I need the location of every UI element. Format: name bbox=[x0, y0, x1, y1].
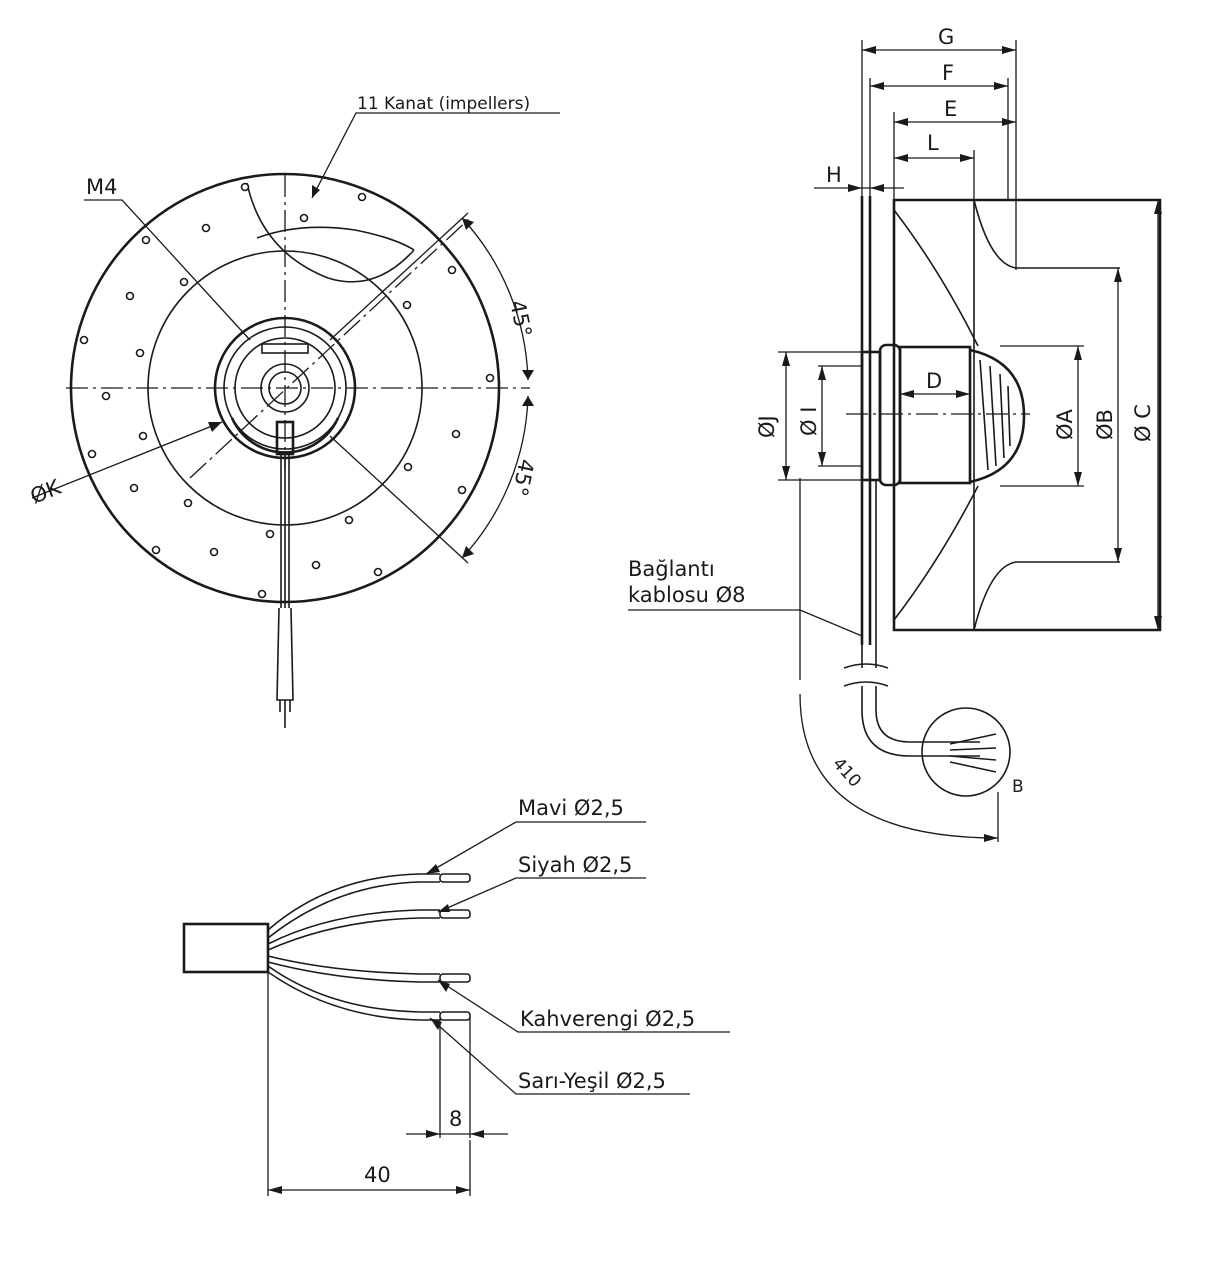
dim-d-label: D bbox=[926, 369, 942, 393]
mounting-hole bbox=[79, 335, 89, 345]
wire-label-blue: Mavi Ø2,5 bbox=[518, 796, 624, 820]
cable-length-arc bbox=[799, 693, 999, 839]
mounting-hole bbox=[141, 235, 151, 245]
mounting-hole bbox=[125, 291, 135, 301]
thread-leader bbox=[84, 199, 251, 341]
angle-label-bottom: 45° bbox=[507, 457, 538, 498]
thread-label: M4 bbox=[86, 175, 117, 199]
angle-line-top bbox=[329, 212, 469, 341]
dim-b-label: ØB bbox=[1093, 409, 1117, 440]
mounting-hole bbox=[240, 182, 250, 192]
dim-e-label: E bbox=[944, 97, 957, 121]
centerline-diagonal bbox=[189, 217, 471, 479]
impeller-blade bbox=[256, 226, 415, 251]
front-view: 45° 45° bbox=[27, 94, 560, 728]
mounting-hole bbox=[402, 300, 412, 310]
detail-b-label: B bbox=[1012, 777, 1024, 797]
cable-sheath bbox=[182, 922, 270, 974]
mounting-hole bbox=[485, 373, 495, 383]
dim-g-label: G bbox=[938, 25, 954, 49]
inlet-curve-bottom bbox=[973, 561, 1120, 631]
cable-label-line2: kablosu Ø8 bbox=[628, 583, 746, 607]
mounting-hole bbox=[129, 483, 139, 493]
impellers-leader bbox=[311, 112, 560, 199]
inlet-curve-top bbox=[973, 199, 1120, 269]
blade-curve bbox=[893, 209, 979, 347]
wire-detail: Mavi Ø2,5 Siyah Ø2,5 Kahverengi Ø2,5 Sar… bbox=[182, 796, 730, 1196]
mounting-hole bbox=[311, 560, 321, 570]
mounting-hole bbox=[451, 429, 461, 439]
mounting-hole bbox=[265, 529, 275, 539]
mounting-hole bbox=[209, 547, 219, 557]
dim-c-label: Ø C bbox=[1131, 404, 1155, 442]
impeller-blade bbox=[246, 182, 415, 283]
mounting-hole bbox=[447, 265, 457, 275]
wire-label-yellow-green: Sarı-Yeşil Ø2,5 bbox=[518, 1069, 666, 1093]
mounting-hole bbox=[403, 462, 413, 472]
mounting-hole bbox=[257, 589, 267, 599]
cable-length-label: 410 bbox=[828, 754, 865, 792]
dim-length-label: 40 bbox=[364, 1163, 391, 1187]
mounting-hole bbox=[87, 449, 97, 459]
angle-arc-bottom bbox=[461, 395, 529, 559]
dim-a-label: ØA bbox=[1053, 408, 1077, 440]
cable-break bbox=[843, 663, 889, 687]
detail-b-circle bbox=[921, 707, 1011, 797]
angle-line-bottom bbox=[329, 435, 469, 564]
wire-yellow-green bbox=[267, 965, 440, 1021]
dim-l-label: L bbox=[927, 131, 939, 155]
dim-strip-label: 8 bbox=[449, 1107, 462, 1131]
cable-leader bbox=[628, 609, 863, 637]
motor-dome bbox=[969, 348, 1026, 484]
mounting-hole bbox=[357, 192, 367, 202]
cable-end bbox=[276, 607, 294, 701]
impellers-label: 11 Kanat (impellers) bbox=[357, 94, 530, 114]
mounting-hole bbox=[344, 515, 354, 525]
mounting-hole bbox=[138, 431, 148, 441]
hub-arc-lower bbox=[230, 417, 340, 454]
angle-label-top: 45° bbox=[505, 298, 536, 339]
diameter-k-label: ØK bbox=[27, 475, 65, 509]
diameter-k-leader bbox=[31, 421, 223, 499]
wire-brown bbox=[267, 955, 440, 983]
mounting-hole bbox=[373, 567, 383, 577]
mounting-hole bbox=[457, 485, 467, 495]
side-view: G F E L H bbox=[628, 25, 1162, 842]
mounting-hole bbox=[201, 223, 211, 233]
cable-label-line1: Bağlantı bbox=[628, 557, 715, 581]
wire-label-black: Siyah Ø2,5 bbox=[518, 853, 632, 877]
wire-blue bbox=[267, 873, 440, 939]
wire-label-brown: Kahverengi Ø2,5 bbox=[520, 1007, 695, 1031]
dim-j-label: ØJ bbox=[755, 415, 779, 438]
wire-black bbox=[267, 909, 440, 951]
motor-ring bbox=[878, 343, 902, 487]
mounting-hole bbox=[151, 545, 161, 555]
mounting-hole bbox=[179, 277, 189, 287]
mounting-hole bbox=[299, 213, 309, 223]
blade-curve bbox=[893, 485, 979, 621]
dim-i-label: Ø I bbox=[797, 407, 821, 436]
angle-arc-top bbox=[461, 217, 529, 381]
impeller-body bbox=[892, 198, 1162, 632]
motor-body bbox=[898, 345, 972, 485]
mounting-hole bbox=[101, 391, 111, 401]
cable-bend bbox=[861, 686, 980, 757]
mounting-hole bbox=[183, 498, 193, 508]
mounting-hole bbox=[135, 348, 145, 358]
dim-h-label: H bbox=[826, 163, 842, 187]
dim-f-label: F bbox=[942, 61, 954, 85]
